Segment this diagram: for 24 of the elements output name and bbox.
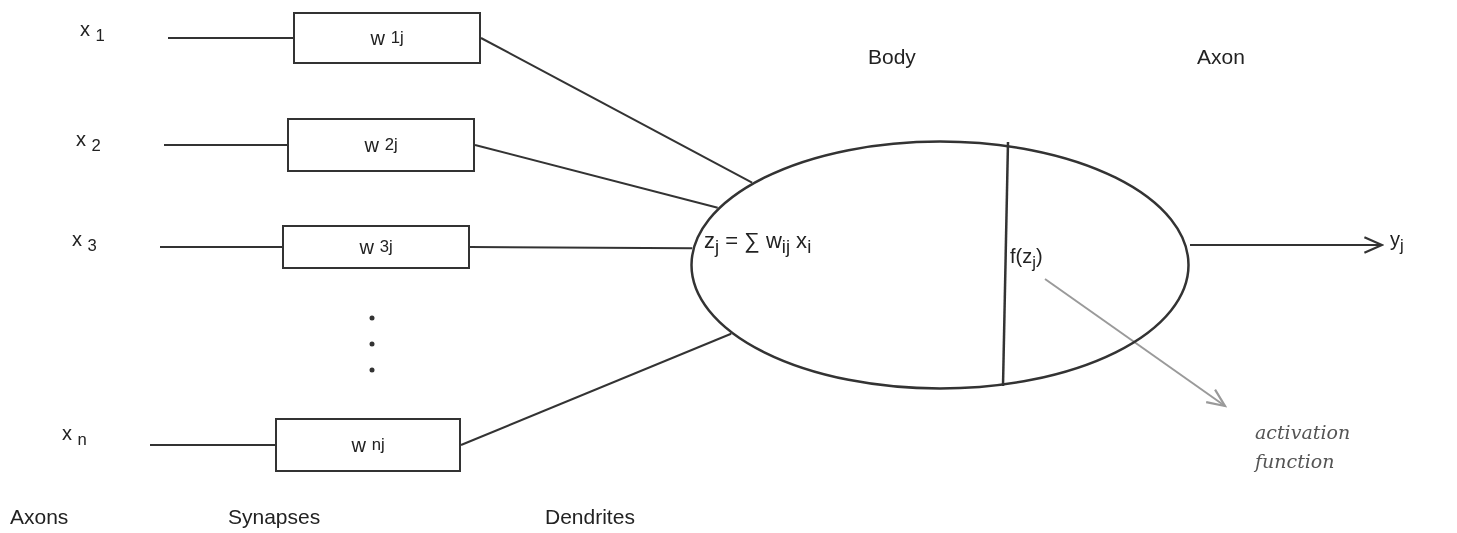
activation-formula: f(z$_{j}$) <box>1010 245 1080 279</box>
layer-label: Dendrites <box>545 505 635 529</box>
region-label: Axon <box>1197 45 1245 69</box>
layer-label: Synapses <box>228 505 321 529</box>
variable-label: x $_{n}$ <box>62 422 132 456</box>
connector-line <box>163 144 288 146</box>
variable-label: x $_{3}$ <box>72 228 142 262</box>
variable-label: x $_{1}$ <box>80 18 150 52</box>
arrow <box>1044 278 1227 408</box>
annotation-text: activation function <box>1255 418 1430 493</box>
connector-line <box>159 246 283 248</box>
variable-label: x $_{2}$ <box>76 128 146 162</box>
connector-line <box>474 144 719 209</box>
layer-label: Axons <box>10 505 69 529</box>
sum-formula: z$_{j}$ = ∑ w$_{ij}$ x$_{i}$ <box>704 228 812 259</box>
neuron-body-ellipse <box>690 140 1190 390</box>
arrow <box>1189 236 1384 254</box>
connector-line <box>469 246 694 250</box>
connector-line <box>460 332 733 446</box>
variable-label: y$_{j}$ <box>1390 228 1430 262</box>
connector-line <box>167 37 294 39</box>
connector-line <box>480 37 754 184</box>
connector-line <box>149 444 276 446</box>
region-label: Body <box>868 45 916 69</box>
